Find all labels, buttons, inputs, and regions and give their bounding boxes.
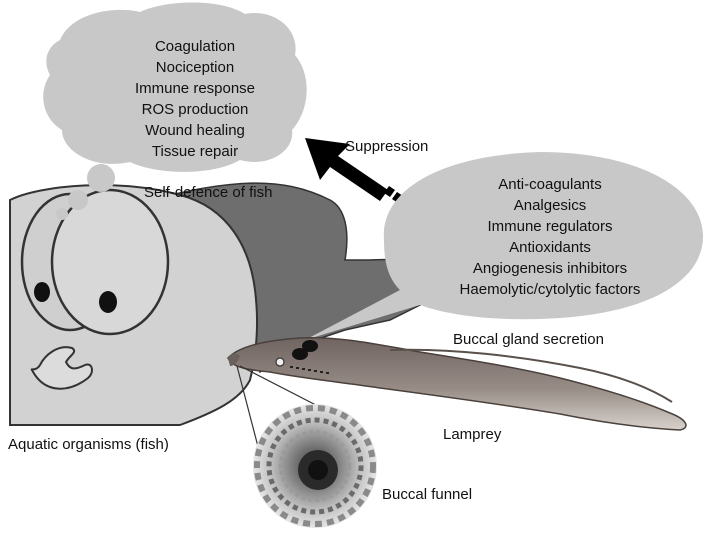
lamprey-dorsal-fin [389, 348, 673, 403]
lamprey-oral-disc [228, 353, 240, 366]
secretion-label: Buccal gland secretion [453, 331, 604, 348]
buccal-gland-dot-2 [292, 348, 308, 360]
self-defence-item: Tissue repair [151, 143, 239, 160]
self-defence-list: Coagulation Nociception Immune response … [110, 36, 280, 162]
thought-bubble-large [87, 164, 115, 192]
lamprey-label: Lamprey [443, 426, 502, 443]
lamprey-gill-pores [290, 366, 329, 374]
fish-pupil-right [99, 291, 117, 313]
self-defence-item: Wound healing [145, 122, 245, 139]
self-defence-item: Coagulation [154, 38, 236, 55]
secretion-item: Immune regulators [487, 218, 613, 235]
suppression-label: Suppression [345, 138, 429, 155]
funnel-label: Buccal funnel [382, 486, 473, 503]
secretion-item: Anti-coagulants [498, 176, 602, 193]
secretion-item: Angiogenesis inhibitors [472, 260, 628, 277]
self-defence-item: ROS production [141, 101, 249, 118]
lamprey-eye [275, 357, 285, 367]
suppression-arrow [305, 138, 403, 203]
buccal-gland-dot-1 [302, 340, 318, 352]
self-defence-label: Self-defence of fish [144, 184, 273, 201]
secretion-bubble [305, 152, 704, 340]
self-defence-item: Immune response [134, 80, 256, 97]
secretion-list: Anti-coagulants Analgesics Immune regula… [430, 174, 670, 300]
self-defence-cloud [43, 2, 307, 172]
thought-bubble-small [56, 208, 68, 220]
fish-eye-right [50, 188, 170, 336]
lamprey-body [227, 336, 687, 431]
secretion-item: Antioxidants [509, 239, 591, 256]
fish-label: Aquatic organisms (fish) [8, 436, 169, 453]
secretion-item: Analgesics [513, 197, 587, 214]
secretion-item: Haemolytic/cytolytic factors [459, 281, 641, 298]
fish-mouth [30, 346, 93, 390]
buccal-funnel [253, 404, 377, 528]
fish-pupil-left [34, 282, 50, 302]
self-defence-item: Nociception [155, 59, 235, 76]
thought-bubble-medium [68, 190, 88, 210]
